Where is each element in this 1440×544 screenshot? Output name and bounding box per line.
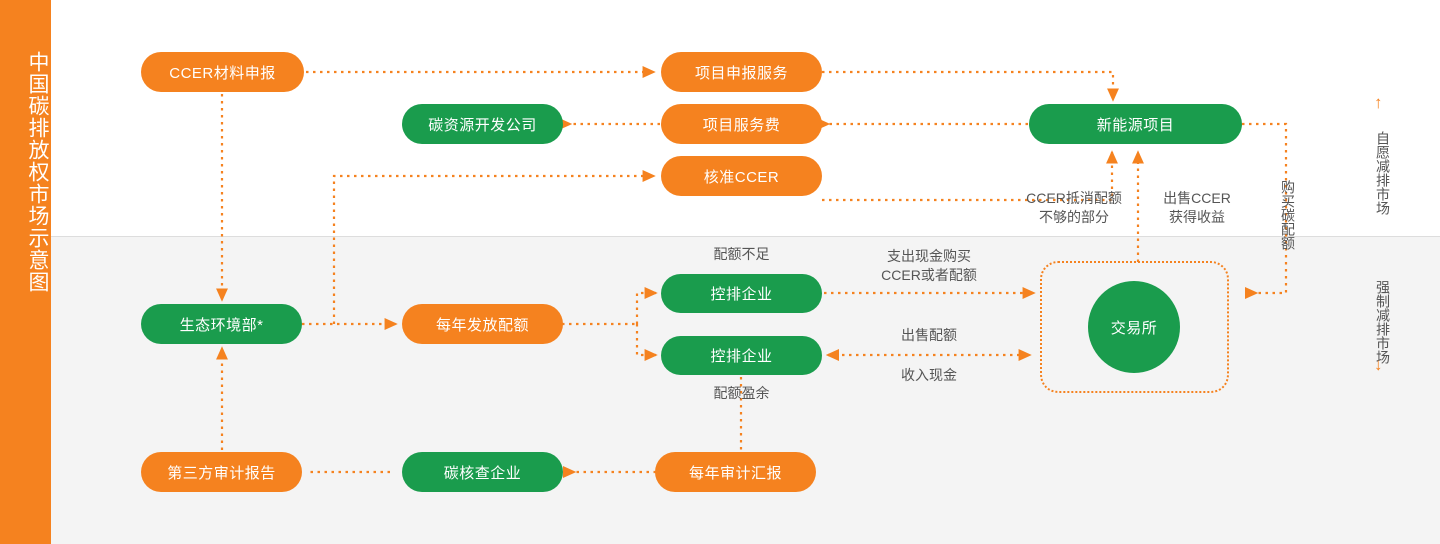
market-band-divider — [51, 236, 1440, 237]
wire-moe-to-approve-ccer — [332, 170, 656, 324]
label-receive-cash: 收入现金 — [901, 367, 957, 383]
node-emitter-bottom-label: 控排企业 — [710, 348, 773, 365]
node-ministry-of-ecology[interactable]: 生态环境部* — [141, 304, 302, 344]
node-annual-audit-report[interactable]: 每年审计汇报 — [655, 452, 816, 492]
exchange-container — [1040, 261, 1229, 393]
arrow-down-icon: ↓ — [1374, 355, 1383, 374]
title-rail: 中国碳排放权市场示意图 — [0, 0, 51, 544]
node-emitter-top-label: 控排企业 — [710, 286, 773, 303]
label-mandatory-market: 强制减排市场 — [1375, 280, 1391, 364]
node-approve-ccer[interactable]: 核准CCER — [661, 156, 822, 196]
node-project-service[interactable]: 项目申报服务 — [661, 52, 822, 92]
label-sell-ccer-line1: 出售CCER — [1163, 190, 1231, 206]
label-sell-ccer: 出售CCER 获得收益 — [1145, 189, 1249, 227]
label-ccer-offset-line1: CCER抵消配额 — [1026, 190, 1122, 206]
node-carbon-dev-company-label: 碳资源开发公司 — [428, 116, 537, 134]
node-ccer-apply-label: CCER材料申报 — [169, 64, 276, 82]
label-ccer-offset: CCER抵消配额 不够的部分 — [1003, 189, 1145, 227]
wire-approve-ccer-to-new-energy — [822, 150, 1118, 202]
label-ccer-offset-line2: 不够的部分 — [1039, 209, 1109, 225]
label-voluntary-market: 自愿减排市场 — [1375, 131, 1391, 215]
label-buy-carbon-quota: 购买碳配额 — [1280, 180, 1296, 250]
wire-project-service-to-new-energy — [822, 70, 1119, 102]
node-new-energy-project[interactable]: 新能源项目 — [1029, 104, 1242, 144]
node-exchange[interactable]: 交易所 — [1088, 281, 1180, 373]
node-emitter-bottom[interactable]: 控排企业 — [661, 336, 822, 375]
node-emitter-top[interactable]: 控排企业 — [661, 274, 822, 313]
node-carbon-verification-company[interactable]: 碳核查企业 — [402, 452, 563, 492]
label-pay-cash-line1: 支出现金购买 — [887, 248, 971, 264]
node-carbon-verification-company-label: 碳核查企业 — [443, 464, 522, 482]
wire-new-energy-to-exchange-buy — [1242, 122, 1288, 299]
node-third-party-audit-report-label: 第三方审计报告 — [167, 464, 276, 482]
node-exchange-label: 交易所 — [1110, 319, 1158, 337]
node-third-party-audit-report[interactable]: 第三方审计报告 — [141, 452, 302, 492]
label-quota-surplus: 配额盈余 — [713, 385, 770, 401]
label-quota-shortage: 配额不足 — [713, 246, 770, 262]
label-sell-ccer-line2: 获得收益 — [1169, 209, 1225, 225]
node-annual-quota-allocation-label: 每年发放配额 — [435, 316, 529, 334]
node-annual-audit-report-label: 每年审计汇报 — [688, 464, 782, 482]
arrow-up-icon: ↑ — [1374, 93, 1383, 112]
node-new-energy-project-label: 新能源项目 — [1096, 116, 1175, 134]
node-annual-quota-allocation[interactable]: 每年发放配额 — [402, 304, 563, 344]
node-project-service-fee[interactable]: 项目服务费 — [661, 104, 822, 144]
node-ccer-apply[interactable]: CCER材料申报 — [141, 52, 304, 92]
node-carbon-dev-company[interactable]: 碳资源开发公司 — [402, 104, 563, 144]
node-approve-ccer-label: 核准CCER — [703, 168, 780, 186]
node-project-service-fee-label: 项目服务费 — [702, 116, 781, 134]
label-sell-quota: 出售配额 — [901, 327, 957, 343]
wire-annual-quota-to-emitter-top — [635, 287, 658, 324]
node-project-service-label: 项目申报服务 — [694, 64, 788, 82]
diagram-title: 中国碳排放权市场示意图 — [26, 51, 49, 293]
label-pay-cash-line2: CCER或者配额 — [881, 267, 977, 283]
label-pay-cash: 支出现金购买 CCER或者配额 — [856, 247, 1002, 285]
node-ministry-of-ecology-label: 生态环境部* — [179, 316, 264, 334]
wire-annual-quota-to-emitter-bottom — [635, 324, 658, 361]
